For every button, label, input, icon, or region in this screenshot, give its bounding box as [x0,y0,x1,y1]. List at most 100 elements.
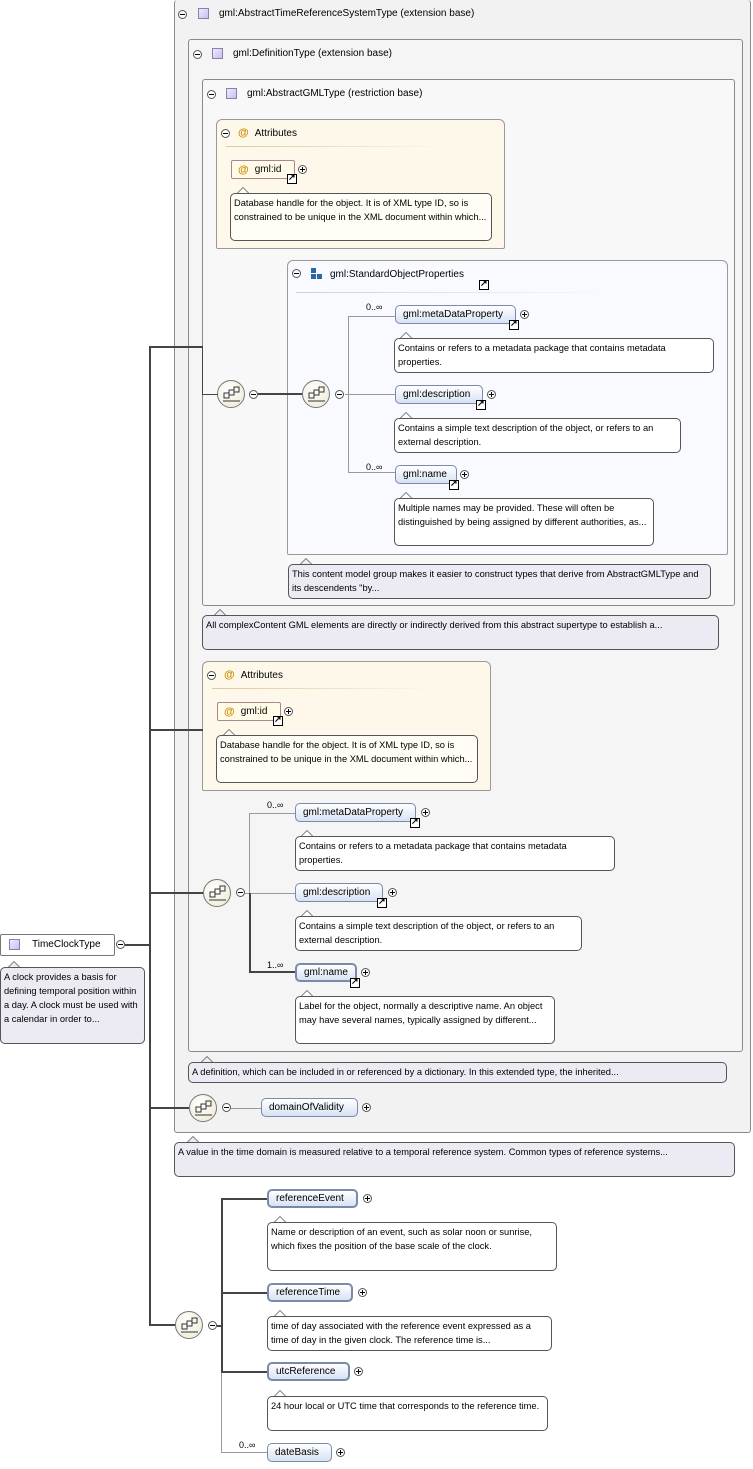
element-gml-metadataproperty[interactable]: gml:metaDataProperty [295,803,416,822]
doc-tail [214,609,226,615]
reference-arrow-icon [410,816,420,828]
collapse-toggle[interactable] [207,90,216,99]
sequence-compositor[interactable] [175,1311,203,1339]
element-utcreference[interactable]: utcReference [267,1362,350,1381]
element-gml-metadataproperty[interactable]: gml:metaDataProperty [395,305,516,324]
element-domainofvalidity[interactable]: domainOfValidity [261,1098,358,1117]
connector [348,472,395,473]
connector [221,1198,267,1200]
collapse-toggle[interactable] [236,888,245,897]
complex-type-icon [226,88,237,99]
connector [249,893,251,973]
connector [249,813,250,893]
element-gml-description[interactable]: gml:description [395,385,483,404]
expand-toggle[interactable] [361,968,370,977]
connector [149,346,151,1326]
extension-doc: A definition, which can be included in o… [188,1062,727,1083]
sequence-icon [181,1317,198,1333]
doc-tail [8,961,20,967]
collapse-toggle[interactable] [193,50,202,59]
expand-toggle[interactable] [460,470,469,479]
attributes-header: @ Attributes [224,669,283,681]
element-doc: time of day associated with the referenc… [267,1316,552,1351]
expand-toggle[interactable] [298,165,307,174]
extension-doc: A value in the time domain is measured r… [174,1142,735,1177]
attribute-doc: Database handle for the object. It is of… [216,735,478,783]
attribute-icon: @ [238,127,249,139]
attribute-gml-id[interactable]: @ gml:id [231,160,295,179]
extension-header: gml:DefinitionType (extension base) [212,48,392,59]
sequence-icon [308,386,325,402]
connector [221,1452,267,1453]
connector [149,1324,176,1326]
reference-arrow-icon [476,398,486,410]
divider [226,146,446,147]
element-doc: 24 hour local or UTC time that correspon… [267,1396,548,1431]
connector [249,971,295,973]
connector [202,346,203,394]
expand-toggle[interactable] [421,808,430,817]
sequence-compositor[interactable] [302,380,330,408]
connector [258,393,302,395]
element-doc: Contains or refers to a metadata package… [295,836,615,871]
collapse-toggle[interactable] [207,671,216,680]
extension-label: gml:DefinitionType (extension base) [233,48,392,59]
element-datebasis[interactable]: dateBasis [267,1443,332,1462]
doc-tail [274,1310,286,1316]
sequence-icon [223,386,240,402]
collapse-toggle[interactable] [249,390,258,399]
element-referencetime[interactable]: referenceTime [267,1283,353,1302]
expand-toggle[interactable] [388,888,397,897]
expand-toggle[interactable] [358,1288,367,1297]
expand-toggle[interactable] [363,1194,372,1203]
expand-toggle[interactable] [284,707,293,716]
expand-toggle[interactable] [520,310,529,319]
collapse-toggle[interactable] [221,129,230,138]
attribute-label: gml:id [254,164,282,175]
extension-label: gml:AbstractTimeReferenceSystemType (ext… [219,8,475,19]
cardinality: 0..∞ [366,462,383,472]
reference-arrow-icon [509,318,519,330]
collapse-toggle[interactable] [222,1103,231,1112]
collapse-toggle[interactable] [178,10,187,19]
attribute-gml-id[interactable]: @ gml:id [217,702,281,721]
root-type-doc: A clock provides a basis for defining te… [0,967,145,1044]
doc-tail [400,332,412,338]
reference-arrow-icon [479,278,489,290]
cardinality: 0..∞ [267,800,284,810]
element-gml-name[interactable]: gml:name [295,963,357,982]
element-doc: Label for the object, normally a descrip… [295,996,555,1044]
doc-tail [187,1136,199,1142]
doc-tail [400,492,412,498]
attribute-icon: @ [224,669,235,681]
cardinality: 0..∞ [239,1440,256,1450]
expand-toggle[interactable] [336,1448,345,1457]
connector [221,1292,267,1294]
connector [231,1108,261,1109]
complex-type-icon [9,939,20,950]
sequence-compositor[interactable] [189,1094,217,1122]
sequence-icon [209,885,226,901]
reference-arrow-icon [449,478,459,490]
expand-toggle[interactable] [354,1367,363,1376]
connector [221,1198,223,1372]
element-referenceevent[interactable]: referenceEvent [267,1189,358,1208]
connector [221,1372,222,1452]
root-type-box[interactable] [0,934,115,956]
attribute-doc: Database handle for the object. It is of… [230,193,492,241]
collapse-toggle[interactable] [335,390,344,399]
expand-toggle[interactable] [487,390,496,399]
cardinality: 0..∞ [366,302,383,312]
sequence-compositor[interactable] [217,380,245,408]
connector [202,394,218,395]
sequence-compositor[interactable] [203,879,231,907]
extension-header: gml:AbstractTimeReferenceSystemType (ext… [198,8,474,19]
element-gml-description[interactable]: gml:description [295,883,383,902]
element-gml-name[interactable]: gml:name [395,465,457,484]
collapse-toggle[interactable] [292,269,301,278]
collapse-toggle[interactable] [116,940,125,949]
expand-toggle[interactable] [362,1103,371,1112]
connector [348,316,395,317]
collapse-toggle[interactable] [208,1321,217,1330]
connector [217,1325,222,1327]
